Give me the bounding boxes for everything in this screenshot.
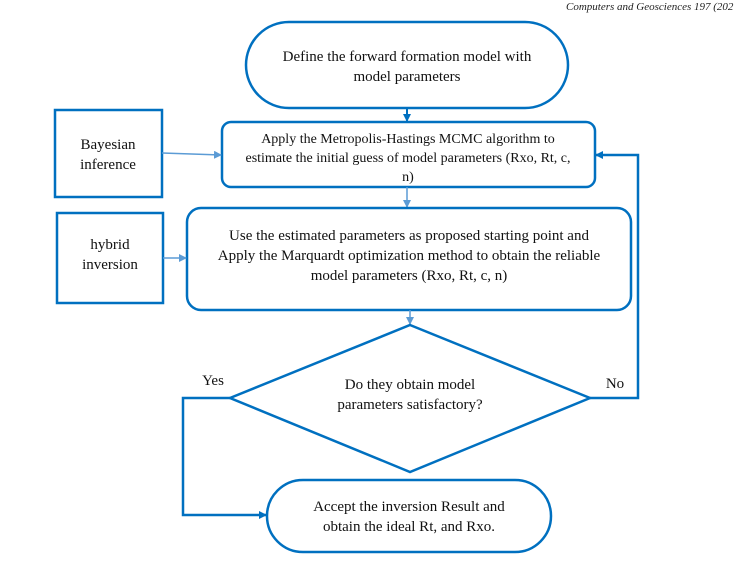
- mcmc-text-2: estimate the initial guess of model para…: [245, 151, 570, 166]
- running-header: Computers and Geosciences 197 (202: [566, 1, 734, 13]
- yes-label: Yes: [202, 373, 224, 389]
- marquardt-text-2: Apply the Marquardt optimization method …: [218, 248, 601, 264]
- start-text-1: Define the forward formation model with: [283, 49, 532, 65]
- decision-text-1: Do they obtain model: [345, 377, 475, 393]
- decision-node: Do they obtain model parameters satisfac…: [226, 323, 594, 474]
- hybrid-text-2: inversion: [82, 257, 138, 273]
- mcmc-text-1: Apply the Metropolis-Hastings MCMC algor…: [261, 132, 555, 147]
- arrow-bayesian-to-mcmc: [161, 150, 222, 159]
- end-text-2: obtain the ideal Rt, and Rxo.: [323, 519, 495, 535]
- bayesian-text-1: Bayesian: [81, 137, 136, 153]
- start-text-2: model parameters: [353, 69, 460, 85]
- marquardt-text-1: Use the estimated parameters as proposed…: [229, 228, 589, 244]
- marquardt-node: Use the estimated parameters as proposed…: [185, 206, 633, 312]
- arrow-yes: [181, 396, 267, 519]
- decision-text-2: parameters satisfactory?: [337, 397, 483, 413]
- hybrid-node: hybrid inversion: [55, 211, 165, 305]
- hybrid-text-1: hybrid: [90, 237, 130, 253]
- end-node: Accept the inversion Result and obtain t…: [265, 478, 553, 554]
- arrow-no: [590, 151, 640, 400]
- bayesian-node: Bayesian inference: [53, 108, 164, 199]
- mcmc-text-3: n): [402, 170, 414, 185]
- marquardt-text-3: model parameters (Rxo, Rt, c, n): [311, 268, 508, 284]
- mcmc-node: Apply the Metropolis-Hastings MCMC algor…: [220, 120, 597, 189]
- bayesian-text-2: inference: [80, 157, 136, 173]
- start-node: Define the forward formation model with …: [244, 20, 570, 110]
- end-text-1: Accept the inversion Result and: [313, 499, 505, 515]
- no-label: No: [606, 376, 624, 392]
